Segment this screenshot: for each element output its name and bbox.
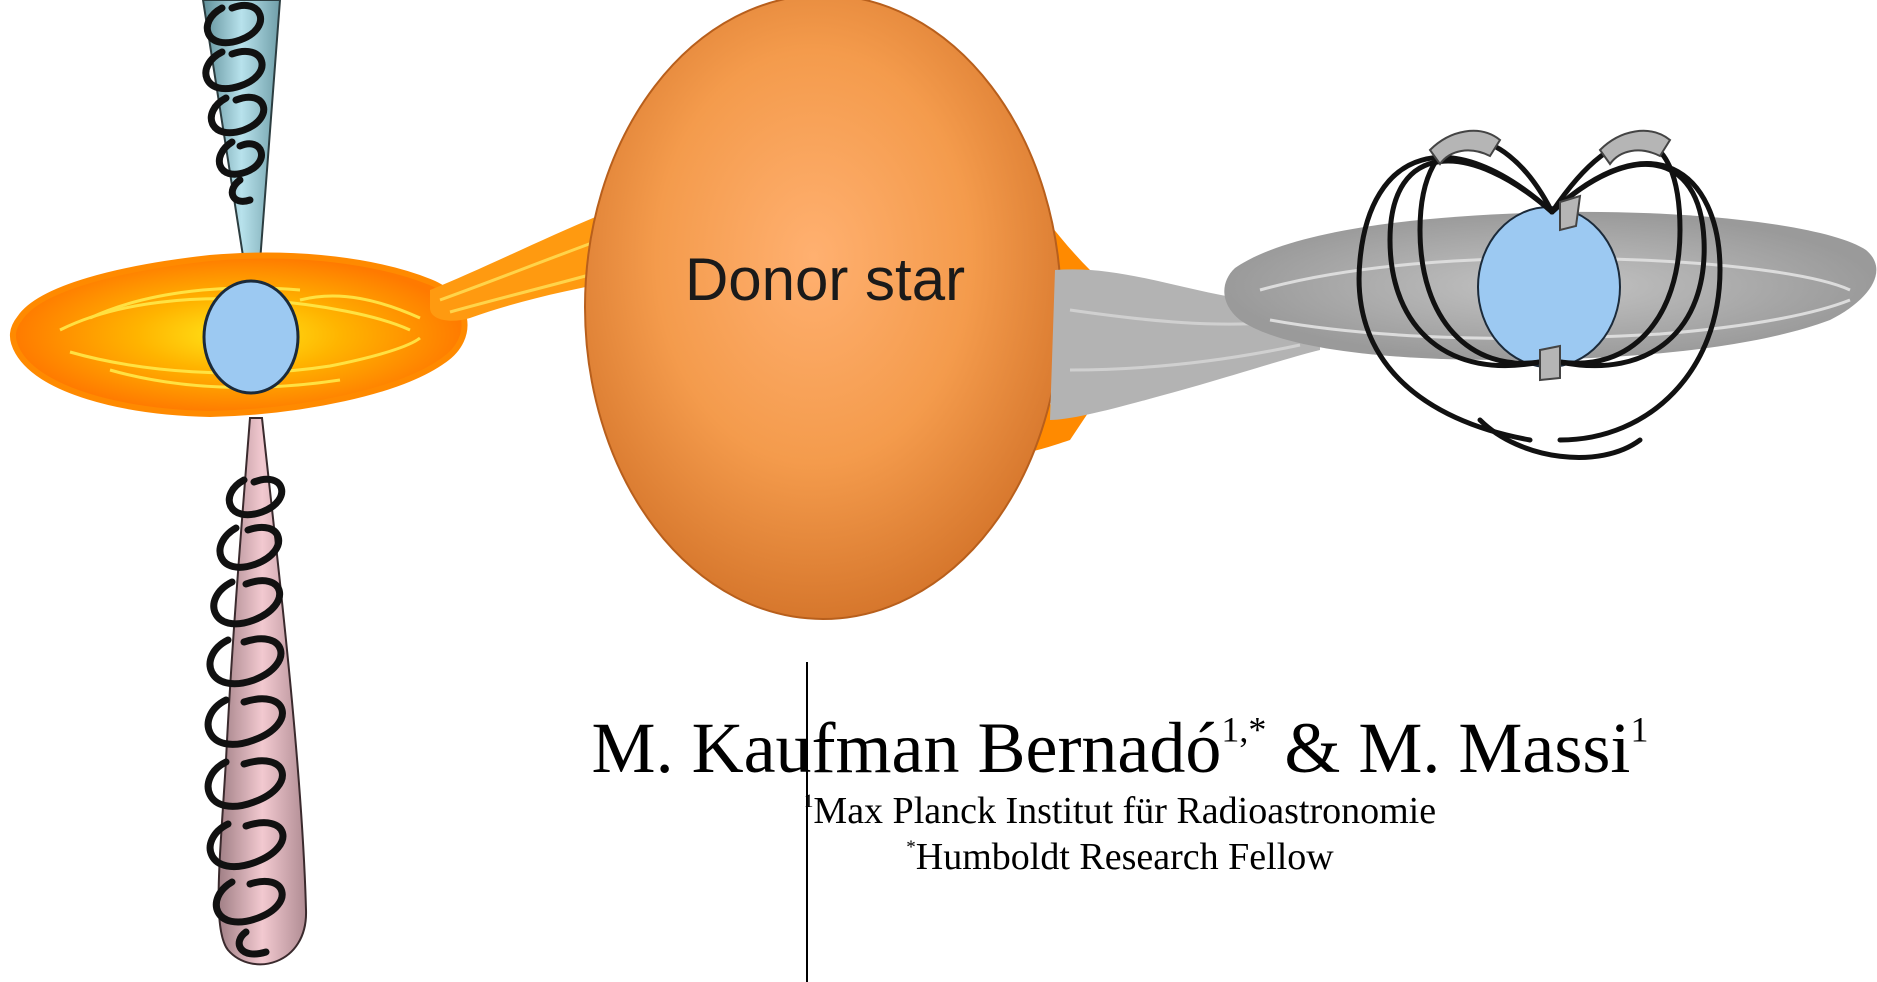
upper-jet <box>203 0 280 288</box>
magnetized-system <box>1224 131 1876 458</box>
author-1: M. Kaufman Bernadó <box>592 708 1222 788</box>
affiliation-mark: 1 <box>804 791 814 812</box>
neutron-star <box>1478 207 1620 367</box>
donor-star: Donor star <box>585 0 1090 619</box>
author-connector: & <box>1284 708 1340 788</box>
author-1-marks: 1,* <box>1221 709 1266 749</box>
author-2: M. Massi <box>1358 708 1630 788</box>
donor-star-label: Donor star <box>685 246 965 313</box>
fellow-mark: * <box>906 837 916 858</box>
fellow-line: *Humboldt Research Fellow <box>520 834 1720 880</box>
compact-object <box>204 281 298 393</box>
fellow-text: Humboldt Research Fellow <box>916 836 1334 878</box>
authors-line: M. Kaufman Bernadó1,* & M. Massi1 <box>520 708 1720 788</box>
lower-jet <box>208 418 306 964</box>
author-2-marks: 1 <box>1630 709 1648 749</box>
affiliation-line: 1Max Planck Institut für Radioastronomie <box>520 788 1720 834</box>
credits-block: M. Kaufman Bernadó1,* & M. Massi1 1Max P… <box>520 708 1720 880</box>
affiliation-text: Max Planck Institut für Radioastronomie <box>813 790 1436 832</box>
